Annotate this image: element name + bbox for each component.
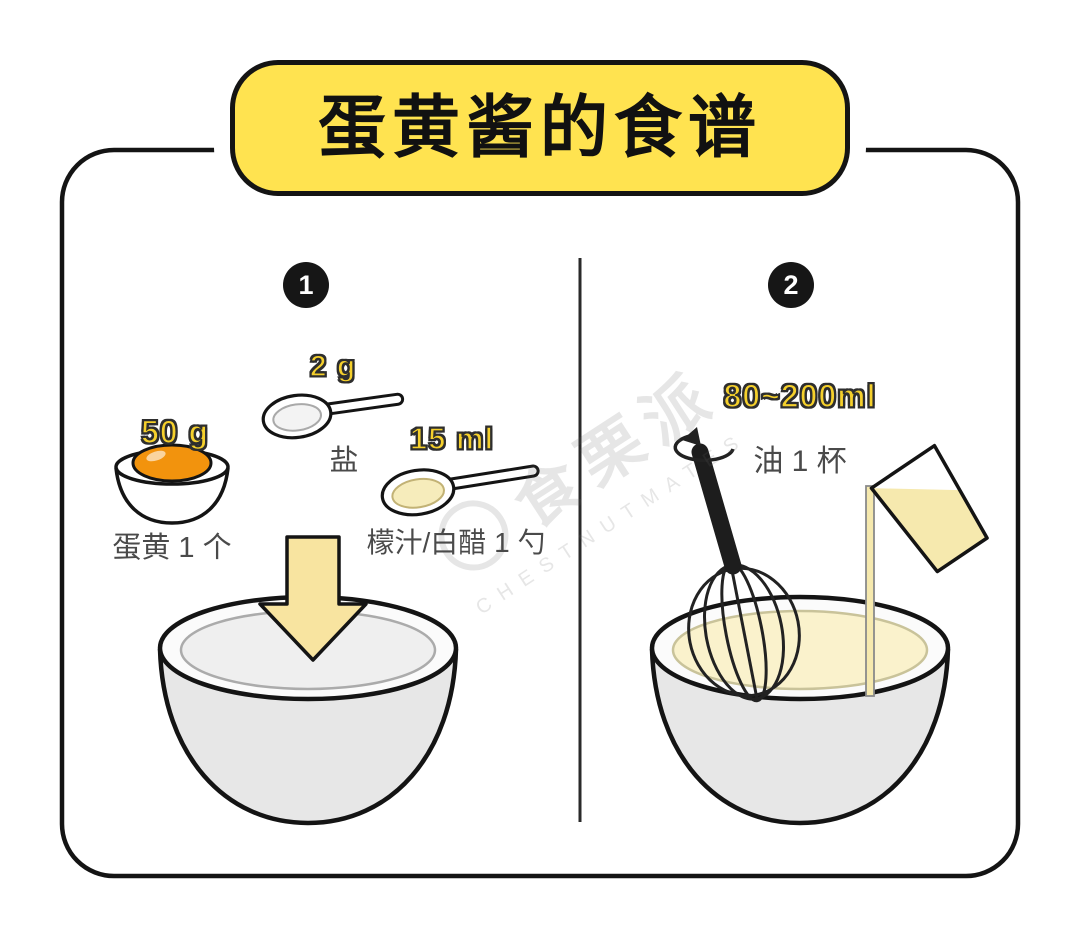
salt-spoon-illustration bbox=[261, 392, 405, 440]
egg-label: 蛋黄 1 个 bbox=[112, 532, 232, 564]
egg-amount: 50 g bbox=[140, 413, 210, 451]
salt-label: 盐 bbox=[329, 445, 359, 477]
title-banner: 蛋黄酱的食谱 bbox=[230, 60, 850, 196]
vinegar-label: 檬汁/白醋 1 勺 bbox=[366, 527, 546, 558]
vinegar-spoon-illustration bbox=[380, 464, 540, 517]
step-1-badge: 1 bbox=[283, 262, 329, 308]
page-title: 蛋黄酱的食谱 bbox=[317, 90, 762, 166]
step-2-badge: 2 bbox=[768, 262, 814, 308]
down-arrow-icon bbox=[258, 535, 368, 662]
oil-stream-illustration bbox=[865, 485, 875, 697]
rotation-arrow-icon bbox=[673, 427, 735, 463]
salt-amount: 2 g bbox=[309, 349, 357, 384]
egg-yolk-bowl-illustration bbox=[114, 443, 230, 525]
whisk-illustration bbox=[687, 443, 801, 703]
oil-amount: 80~200ml bbox=[723, 377, 877, 415]
oil-label: 油 1 杯 bbox=[753, 445, 847, 478]
measuring-cup-illustration bbox=[869, 443, 989, 574]
vinegar-amount: 15 ml bbox=[409, 420, 495, 457]
